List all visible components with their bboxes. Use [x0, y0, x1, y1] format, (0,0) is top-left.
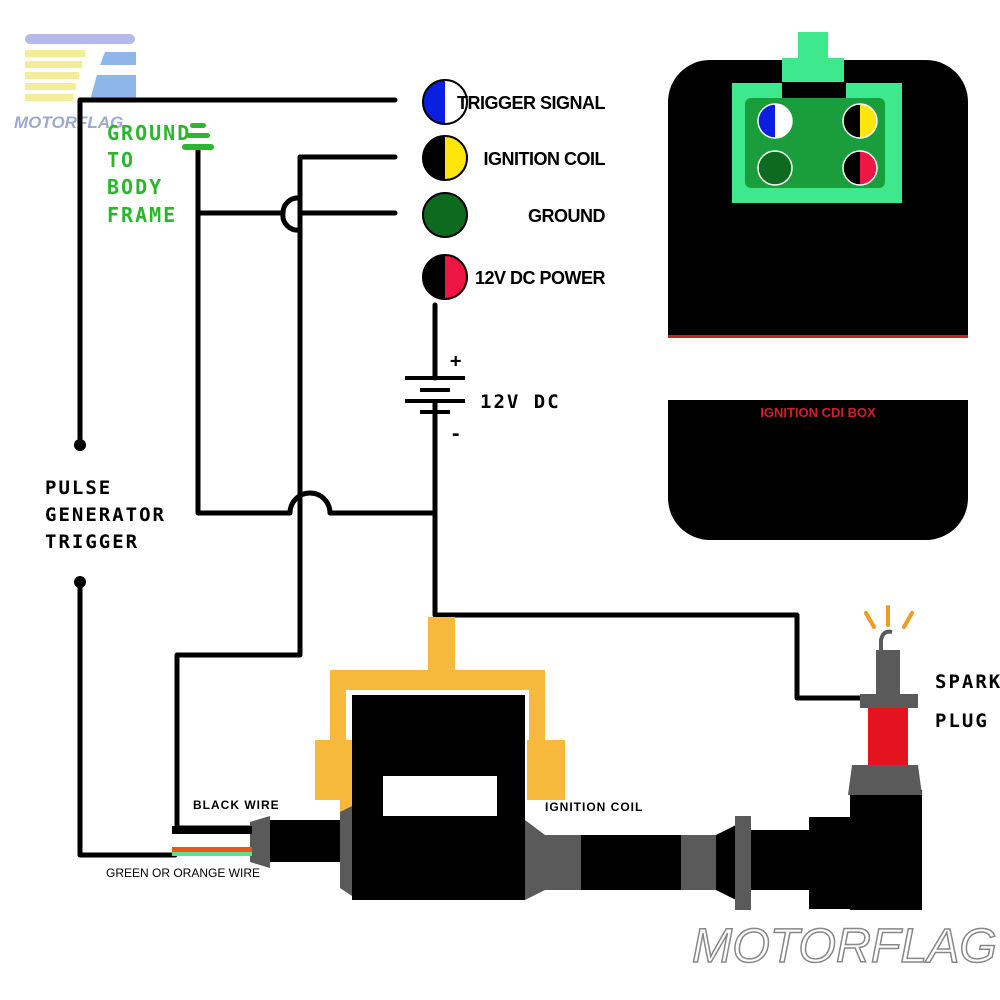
spark-plug-label-2: PLUG: [935, 710, 989, 732]
cdi-connector-pins: [757, 103, 878, 186]
ignition-coil-label: IGNITION COIL: [545, 800, 643, 814]
connector-trigger-signal: TRIGGER SIGNAL: [422, 79, 606, 125]
pulse-terminal-top: [74, 439, 86, 451]
logo-text: MOTORFLAG: [14, 113, 123, 132]
svg-text:12V DC POWER: 12V DC POWER: [475, 268, 606, 288]
battery-label: 12V DC: [480, 391, 561, 413]
cdi-box: IGNITION CDI BOX: [668, 32, 968, 540]
black-wire-label: BLACK WIRE: [193, 798, 280, 812]
spark-icon: [864, 605, 914, 629]
green-wire-label: GREEN OR ORANGE WIRE: [106, 866, 260, 880]
svg-text:GENERATOR: GENERATOR: [45, 504, 166, 526]
cdi-box-label: IGNITION CDI BOX: [760, 405, 876, 420]
connector-ignition-coil: IGNITION COIL: [422, 135, 606, 181]
connector-12v-power: 12V DC POWER: [422, 254, 606, 300]
svg-text:FRAME: FRAME: [107, 203, 177, 227]
ground-wire: [195, 145, 438, 516]
coil-window: [383, 776, 497, 816]
pulse-generator-label: PULSE GENERATOR TRIGGER: [45, 477, 166, 553]
motorflag-logo: MOTORFLAG: [14, 34, 136, 132]
svg-text:TRIGGER SIGNAL: TRIGGER SIGNAL: [457, 93, 606, 113]
svg-text:GROUND: GROUND: [528, 206, 605, 226]
ground-branch-wire: [195, 195, 398, 233]
coil-spark-wire: [432, 399, 865, 701]
svg-text:GROUND: GROUND: [107, 121, 191, 145]
ground-symbol-icon: [182, 123, 214, 150]
battery-icon: + - 12V DC: [405, 350, 561, 445]
svg-text:TRIGGER: TRIGGER: [45, 531, 139, 553]
ignition-coil: [172, 605, 922, 910]
trigger-signal-wire: [77, 97, 398, 448]
ground-to-body-frame-label: GROUND TO BODY FRAME: [107, 121, 191, 227]
spark-plug-label-1: SPARK: [935, 671, 1000, 693]
svg-text:PULSE: PULSE: [45, 477, 112, 499]
svg-text:TO: TO: [107, 148, 135, 172]
connector-legend: TRIGGER SIGNAL IGNITION COIL GROUND 12V …: [422, 79, 606, 300]
pulse-return-wire: [77, 579, 178, 858]
battery-minus: -: [450, 423, 463, 445]
svg-text:IGNITION COIL: IGNITION COIL: [484, 149, 606, 169]
connector-ground: GROUND: [422, 192, 606, 238]
battery-plus: +: [450, 350, 463, 372]
svg-text:BODY: BODY: [107, 175, 163, 199]
watermark: MOTORFLAG: [692, 920, 997, 973]
